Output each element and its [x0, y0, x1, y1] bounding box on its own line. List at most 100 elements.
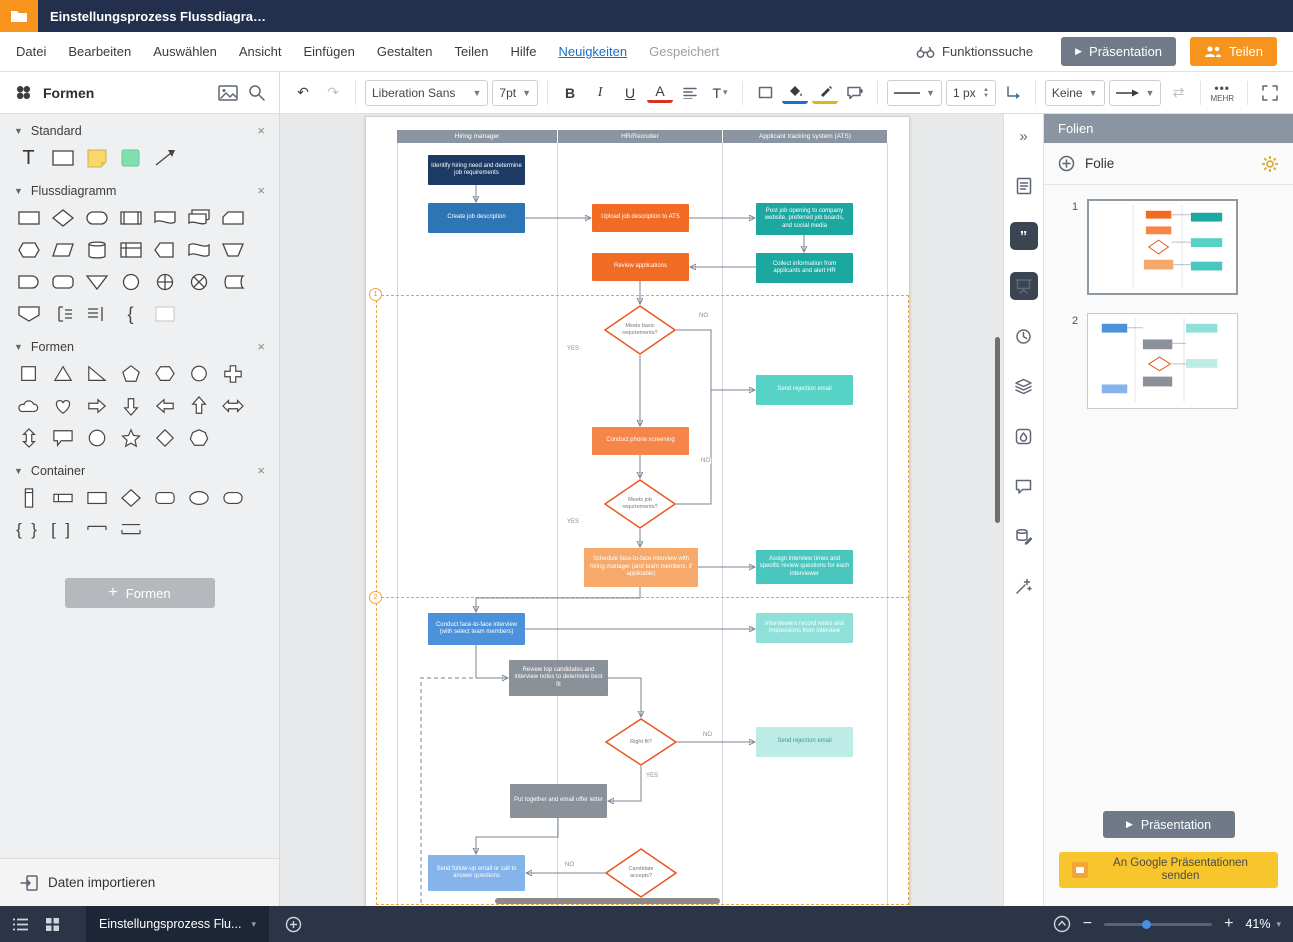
chevron-down-icon[interactable]: ▼ — [14, 465, 23, 476]
fc-blank[interactable] — [152, 302, 177, 326]
flow-decision-meets-basic[interactable]: Meets basic requirements? — [604, 305, 676, 355]
fc-merge[interactable] — [84, 270, 109, 294]
sh-pentagon[interactable] — [118, 362, 143, 386]
zoom-in-button[interactable]: + — [1224, 915, 1234, 932]
flow-node-post-job-opening[interactable]: Post job opening to company website, pre… — [756, 203, 853, 235]
flow-node-follow-up[interactable]: Send follow-up email or call to answer q… — [428, 855, 525, 891]
menu-neuigkeiten[interactable]: Neuigkeiten — [558, 44, 628, 59]
fc-connector[interactable] — [118, 270, 143, 294]
sh-ellipse[interactable] — [84, 426, 109, 450]
sh-square[interactable] — [16, 362, 41, 386]
flow-node-schedule-interview[interactable]: Schedule face-to-face interview with hir… — [584, 548, 698, 587]
flow-decision-meets-job[interactable]: Meets job requirements? — [604, 479, 676, 529]
horizontal-scrollbar[interactable] — [495, 898, 720, 904]
line-color-button[interactable] — [812, 82, 839, 104]
menu-einfuegen[interactable]: Einfügen — [303, 44, 355, 59]
vertical-scrollbar[interactable] — [995, 337, 1000, 523]
sh-hexagon[interactable] — [152, 362, 177, 386]
phase-region-2[interactable] — [376, 598, 909, 905]
chevron-down-icon[interactable]: ▼ — [14, 341, 23, 352]
underline-button[interactable]: U — [624, 84, 636, 101]
notes-panel-icon[interactable]: ” — [1009, 222, 1038, 250]
fc-preparation[interactable] — [16, 238, 41, 262]
close-icon[interactable]: × — [257, 183, 265, 198]
sh-callout[interactable] — [50, 426, 75, 450]
lane-hr-recruiter[interactable]: HR/Recruiter — [558, 130, 722, 143]
fc-annotation-lines[interactable] — [84, 302, 109, 326]
fullscreen-icon[interactable] — [1257, 79, 1283, 107]
plus-circle-icon[interactable] — [1058, 155, 1075, 172]
menu-datei[interactable]: Datei — [16, 44, 47, 59]
fc-document[interactable] — [152, 206, 177, 230]
fc-multiple-documents[interactable] — [186, 206, 211, 230]
menu-ansicht[interactable]: Ansicht — [238, 44, 282, 59]
flow-node-send-rejection-2[interactable]: Send rejection email — [756, 727, 853, 757]
sh-arrow-right[interactable] — [84, 394, 109, 418]
shape-style-button[interactable] — [752, 79, 778, 107]
fc-off-page-connector[interactable] — [16, 302, 41, 326]
page-tab[interactable]: Einstellungsprozess Flu... ▾ — [86, 906, 269, 942]
gear-icon[interactable] — [1261, 155, 1279, 173]
sh-triangle[interactable] — [50, 362, 75, 386]
close-icon[interactable]: × — [257, 123, 265, 138]
flow-decision-candidate-accepts[interactable]: Candidate accepts? — [605, 848, 677, 898]
ct-rectangle[interactable] — [84, 486, 109, 510]
document-list-icon[interactable] — [12, 918, 29, 931]
sh-right-triangle[interactable] — [84, 362, 109, 386]
menu-hilfe[interactable]: Hilfe — [510, 44, 537, 59]
fc-annotation-left[interactable] — [50, 302, 75, 326]
chevron-down-icon[interactable]: ▼ — [14, 185, 23, 196]
phase-badge-1[interactable]: 1 — [369, 288, 382, 301]
arrow-end-select[interactable]: ▼ — [1108, 79, 1162, 106]
lane-ats[interactable]: Applicant tracking system (ATS) — [723, 130, 887, 143]
panel-presentation-button[interactable]: ▶ Präsentation — [1102, 811, 1235, 838]
slide-thumbnail-1[interactable] — [1087, 199, 1239, 295]
magic-panel-icon[interactable] — [1010, 572, 1038, 600]
text-color-button[interactable]: A — [647, 83, 674, 103]
flow-node-identify-need[interactable]: Identify hiring need and determine job r… — [428, 155, 525, 185]
fc-delay[interactable] — [16, 270, 41, 294]
menu-teilen[interactable]: Teilen — [454, 44, 489, 59]
collapse-panel-icon[interactable]: » — [1019, 127, 1028, 145]
ct-braces[interactable]: { } — [16, 520, 41, 539]
slides-panel-icon[interactable] — [1009, 272, 1038, 300]
lane-hiring-manager[interactable]: Hiring manager — [397, 130, 557, 143]
fc-alternate-process[interactable] — [50, 270, 75, 294]
close-icon[interactable]: × — [257, 463, 265, 478]
sh-arrow-up[interactable] — [186, 394, 211, 418]
zoom-level[interactable]: 41% ▾ — [1245, 917, 1281, 931]
comments-panel-icon[interactable] — [1010, 472, 1038, 500]
search-icon[interactable] — [248, 84, 265, 101]
flow-node-offer-letter[interactable]: Put together and email offer letter — [510, 784, 607, 818]
ct-vertical-container[interactable] — [16, 486, 41, 510]
shape-line-arrow[interactable] — [152, 146, 177, 170]
line-style-select[interactable]: ▼ — [887, 79, 942, 106]
data-panel-icon[interactable] — [1010, 522, 1038, 550]
app-folder-icon[interactable] — [0, 0, 38, 32]
fc-decision[interactable] — [50, 206, 75, 230]
image-icon[interactable] — [218, 84, 238, 101]
flow-node-record-notes[interactable]: Interviewers record notes and impression… — [756, 613, 853, 643]
sh-diamond[interactable] — [152, 426, 177, 450]
import-data-button[interactable]: Daten importieren — [0, 858, 279, 906]
fc-punched-tape[interactable] — [186, 238, 211, 262]
fc-stored-data[interactable] — [220, 270, 245, 294]
ct-horizontal-container[interactable] — [50, 486, 75, 510]
fc-manual-operation[interactable] — [220, 238, 245, 262]
font-size-select[interactable]: 7pt▼ — [492, 79, 539, 106]
feature-search[interactable]: Funktionssuche — [916, 44, 1033, 59]
flow-node-assign-interview-times[interactable]: Assign interview times and specific revi… — [756, 550, 853, 584]
fc-or[interactable] — [152, 270, 177, 294]
shape-text[interactable]: T — [22, 146, 35, 169]
zoom-out-button[interactable]: − — [1082, 915, 1093, 932]
font-family-select[interactable]: Liberation Sans▼ — [365, 79, 489, 106]
ct-rounded-rectangle[interactable] — [152, 486, 177, 510]
sh-circle[interactable] — [186, 362, 211, 386]
align-button[interactable] — [677, 79, 703, 107]
italic-button[interactable]: I — [597, 84, 603, 100]
shape-sticky-note[interactable] — [84, 146, 109, 170]
sh-polygon[interactable] — [186, 426, 211, 450]
add-slide-label[interactable]: Folie — [1085, 156, 1115, 171]
zoom-slider[interactable] — [1104, 919, 1213, 929]
sh-arrow-left[interactable] — [152, 394, 177, 418]
